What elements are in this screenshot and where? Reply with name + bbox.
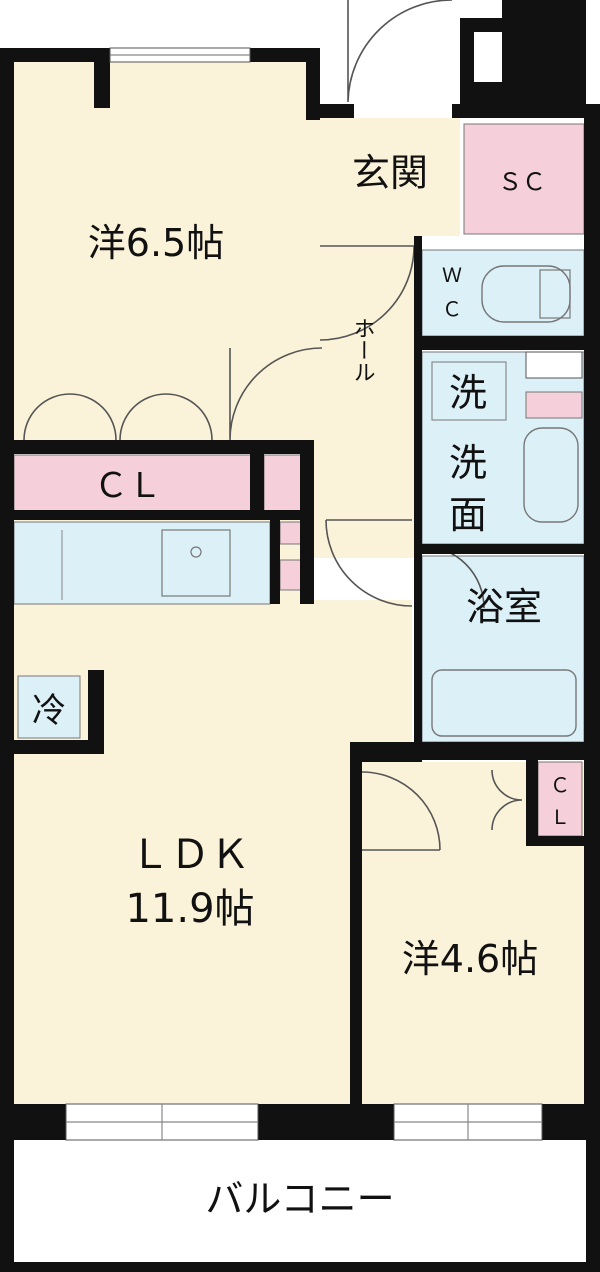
bathtub [431,669,577,737]
room-entrance [320,118,460,236]
label-fridge: 冷 [32,691,66,731]
closet-b-strip [525,391,583,419]
closet-b-zone [537,761,583,837]
wash-badge-box [431,361,507,421]
closet-b-door-swing [491,769,523,831]
label-bath: 浴室 [466,585,542,629]
label-wc-top: Ｗ [442,263,462,287]
ldk-door-swing [325,519,413,607]
closet-door-1 [23,393,117,441]
bath-zone [421,555,585,743]
label-closet-b-bottom: Ｌ [550,805,570,829]
label-closet-a: ＣＬ [94,466,162,506]
label-closet-b-top: Ｃ [550,773,570,797]
sink-drain [190,546,202,558]
balcony-zone [14,1140,586,1262]
label-washing-badge: 洗 [449,371,487,415]
sink-basin [161,529,231,597]
label-hall: ホール [350,317,375,383]
washbasin [523,427,579,523]
toilet-box [539,269,571,319]
closet-door-2 [119,393,213,441]
label-entrance: 玄関 [352,151,428,195]
kitchen-counter [13,521,271,605]
room-b-door-swing [361,771,441,851]
entrance-door-swing [347,0,453,103]
room-a-door-swing [229,347,323,441]
label-ldk-size: 11.9帖 [125,886,254,932]
label-western-a: 洋6.5帖 [88,221,224,265]
label-shoe-closet: ＳＣ [498,168,546,196]
label-ldk-name: ＬＤＫ [130,832,250,878]
hall-door-swing [319,245,415,341]
label-balcony: バルコニー [205,1177,394,1221]
room-western-a [14,62,306,454]
shoe-closet-zone [463,123,585,235]
label-wash-top: 洗 [449,441,487,485]
label-wash-bottom: 面 [449,493,487,537]
fridge-box [17,675,81,739]
label-western-b: 洋4.6帖 [402,937,538,981]
label-wc-bottom: Ｃ [442,297,462,321]
closet-a-zone [13,454,261,512]
windows [65,47,583,1141]
